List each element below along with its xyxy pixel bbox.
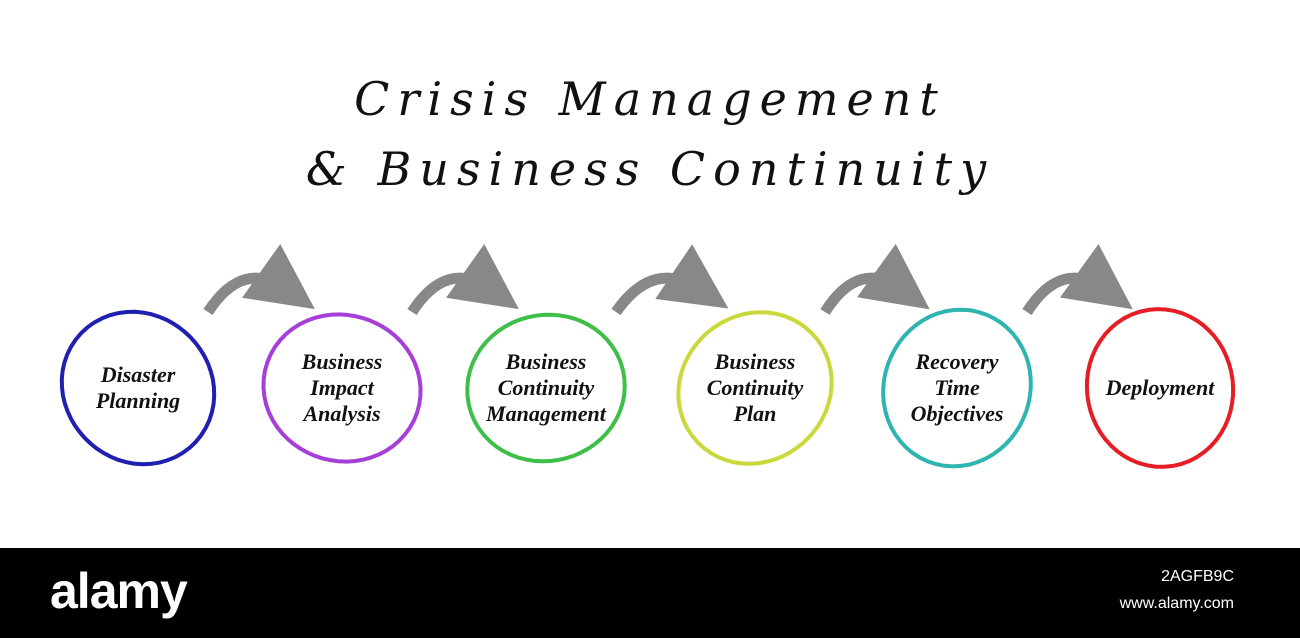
steps-layer: DisasterPlanningBusinessImpactAnalysisBu… xyxy=(59,307,1236,469)
step-circle xyxy=(881,307,1033,469)
step-circle xyxy=(261,312,423,464)
step-circle xyxy=(1084,307,1236,469)
image-id: 2AGFB9C xyxy=(1161,568,1234,585)
watermark-footer: alamy 2AGFB9C www.alamy.com xyxy=(0,548,1300,638)
step-circle xyxy=(59,309,217,467)
step-label: Plan xyxy=(733,401,777,426)
process-diagram: DisasterPlanningBusinessImpactAnalysisBu… xyxy=(59,243,1236,469)
step-label: Deployment xyxy=(1105,375,1216,400)
step-label: Impact xyxy=(309,375,374,400)
step-label: Business xyxy=(714,349,796,374)
flow-arrow xyxy=(1022,243,1133,316)
flow-arrow xyxy=(820,243,930,316)
step-label: Objectives xyxy=(911,401,1004,426)
step-label: Disaster xyxy=(100,362,176,387)
arrows-layer xyxy=(203,243,1133,316)
flow-arrow xyxy=(407,243,519,316)
flow-arrow xyxy=(611,244,729,316)
step-label: Planning xyxy=(95,388,180,413)
step-6: Deployment xyxy=(1084,307,1236,469)
step-label: Business xyxy=(301,349,383,374)
step-label: Business xyxy=(505,349,587,374)
title-line-2: & Business Continuity xyxy=(305,142,995,196)
step-label: Management xyxy=(485,401,607,426)
alamy-logo: alamy xyxy=(50,563,188,619)
step-circle xyxy=(465,312,627,464)
step-circle xyxy=(676,310,834,466)
step-label: Analysis xyxy=(301,401,380,426)
site-url: www.alamy.com xyxy=(1119,595,1234,612)
step-label: Continuity xyxy=(707,375,804,400)
step-label: Recovery xyxy=(914,349,998,374)
step-label: Continuity xyxy=(498,375,595,400)
title-line-1: Crisis Management xyxy=(354,72,946,126)
flow-arrow xyxy=(203,243,315,316)
step-label: Time xyxy=(934,375,980,400)
